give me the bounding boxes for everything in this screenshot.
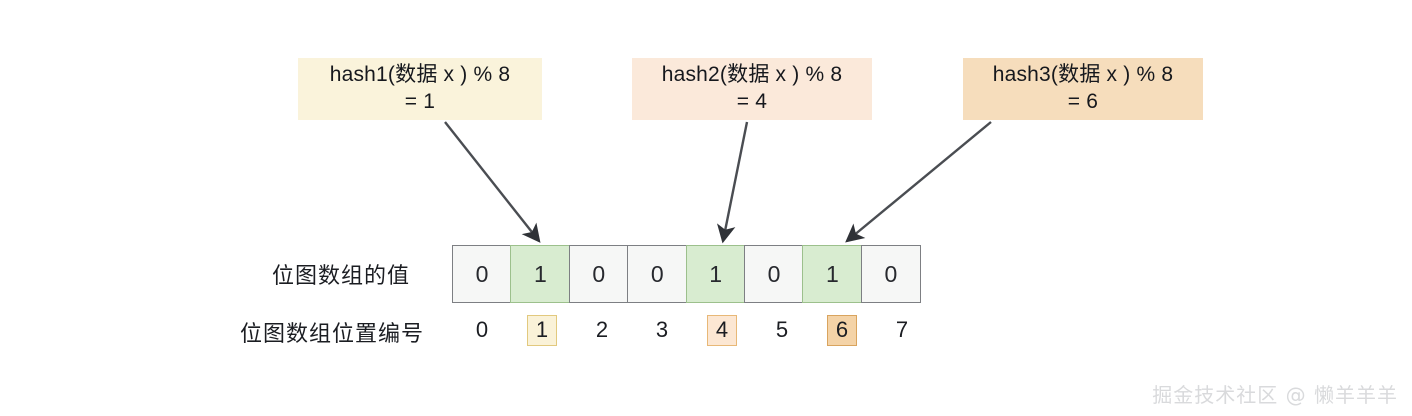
index-chip-1: 1 <box>527 314 557 346</box>
bitmap-values-caption: 位图数组的值 <box>271 264 410 289</box>
index-chip-7: 7 <box>895 317 909 342</box>
index-label-0: 0 <box>452 312 512 348</box>
bitmap-index-row: 0 1 2 3 4 5 6 7 <box>452 312 932 348</box>
index-chip-3: 3 <box>655 317 669 342</box>
hash-formula-result-1: = 1 <box>404 90 436 113</box>
arrow-hash1-to-index1 <box>444 121 541 243</box>
index-label-4: 4 <box>692 312 752 348</box>
bit-cell-7: 0 <box>860 245 921 303</box>
index-chip-4: 4 <box>707 314 737 346</box>
hash-formula-box-3: hash3(数据 x ) % 8 = 6 <box>963 58 1203 120</box>
hash-formula-line-1: hash1(数据 x ) % 8 <box>329 63 511 87</box>
hash-formula-line-2: hash2(数据 x ) % 8 <box>661 63 843 87</box>
index-label-1: 1 <box>512 312 572 348</box>
bitmap-array: 0 1 0 0 1 0 1 0 <box>452 245 921 303</box>
hash-formula-result-2: = 4 <box>736 90 768 113</box>
bit-cell-6: 1 <box>802 245 863 303</box>
bitmap-indices-caption: 位图数组位置编号 <box>239 322 424 347</box>
bit-cell-1: 1 <box>510 245 571 303</box>
arrow-hash2-to-index4 <box>717 121 749 244</box>
bit-cell-4: 1 <box>685 245 746 303</box>
index-label-2: 2 <box>572 312 632 348</box>
bit-cell-5: 0 <box>744 245 805 303</box>
index-chip-0: 0 <box>475 317 489 342</box>
hash-formula-result-3: = 6 <box>1067 90 1099 113</box>
watermark: 掘金技术社区 @ 懒羊羊羊 <box>1152 383 1398 407</box>
index-chip-6: 6 <box>827 314 857 346</box>
bit-cell-0: 0 <box>452 245 512 303</box>
index-label-3: 3 <box>632 312 692 348</box>
hash-formula-line-3: hash3(数据 x ) % 8 <box>992 63 1174 87</box>
arrow-hash3-to-index6 <box>845 121 992 243</box>
bit-cell-3: 0 <box>627 245 688 303</box>
index-label-7: 7 <box>872 312 932 348</box>
hash-formula-box-1: hash1(数据 x ) % 8 = 1 <box>298 58 542 120</box>
index-label-6: 6 <box>812 312 872 348</box>
index-chip-2: 2 <box>595 317 609 342</box>
index-label-5: 5 <box>752 312 812 348</box>
index-chip-5: 5 <box>775 317 789 342</box>
bit-cell-2: 0 <box>568 245 629 303</box>
hash-formula-box-2: hash2(数据 x ) % 8 = 4 <box>632 58 872 120</box>
